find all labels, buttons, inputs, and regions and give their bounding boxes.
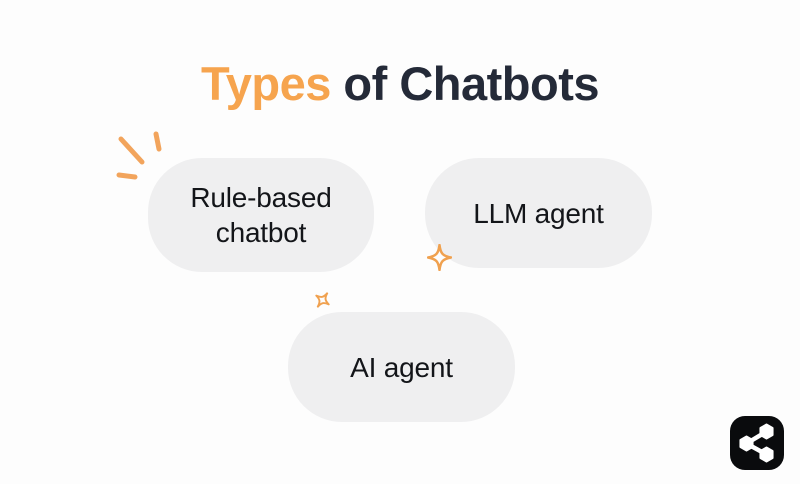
card-label: LLM agent: [473, 197, 604, 229]
sparkle-icon: [427, 244, 452, 271]
card-llm-agent: LLM agent: [425, 158, 652, 268]
share-button[interactable]: [730, 416, 784, 470]
share-icon: [730, 416, 784, 470]
sparkle-icon: [315, 292, 330, 308]
card-label: AI agent: [350, 351, 453, 383]
title-highlight: Types: [201, 57, 331, 110]
card-ai-agent: AI agent: [288, 312, 515, 422]
card-label: Rule-based chatbot: [190, 182, 332, 248]
burst-lines-icon: [116, 131, 162, 180]
title-rest: of Chatbots: [343, 57, 599, 110]
page-title: Types of Chatbots: [0, 56, 800, 111]
card-rule-based-chatbot: Rule-based chatbot: [148, 158, 374, 272]
